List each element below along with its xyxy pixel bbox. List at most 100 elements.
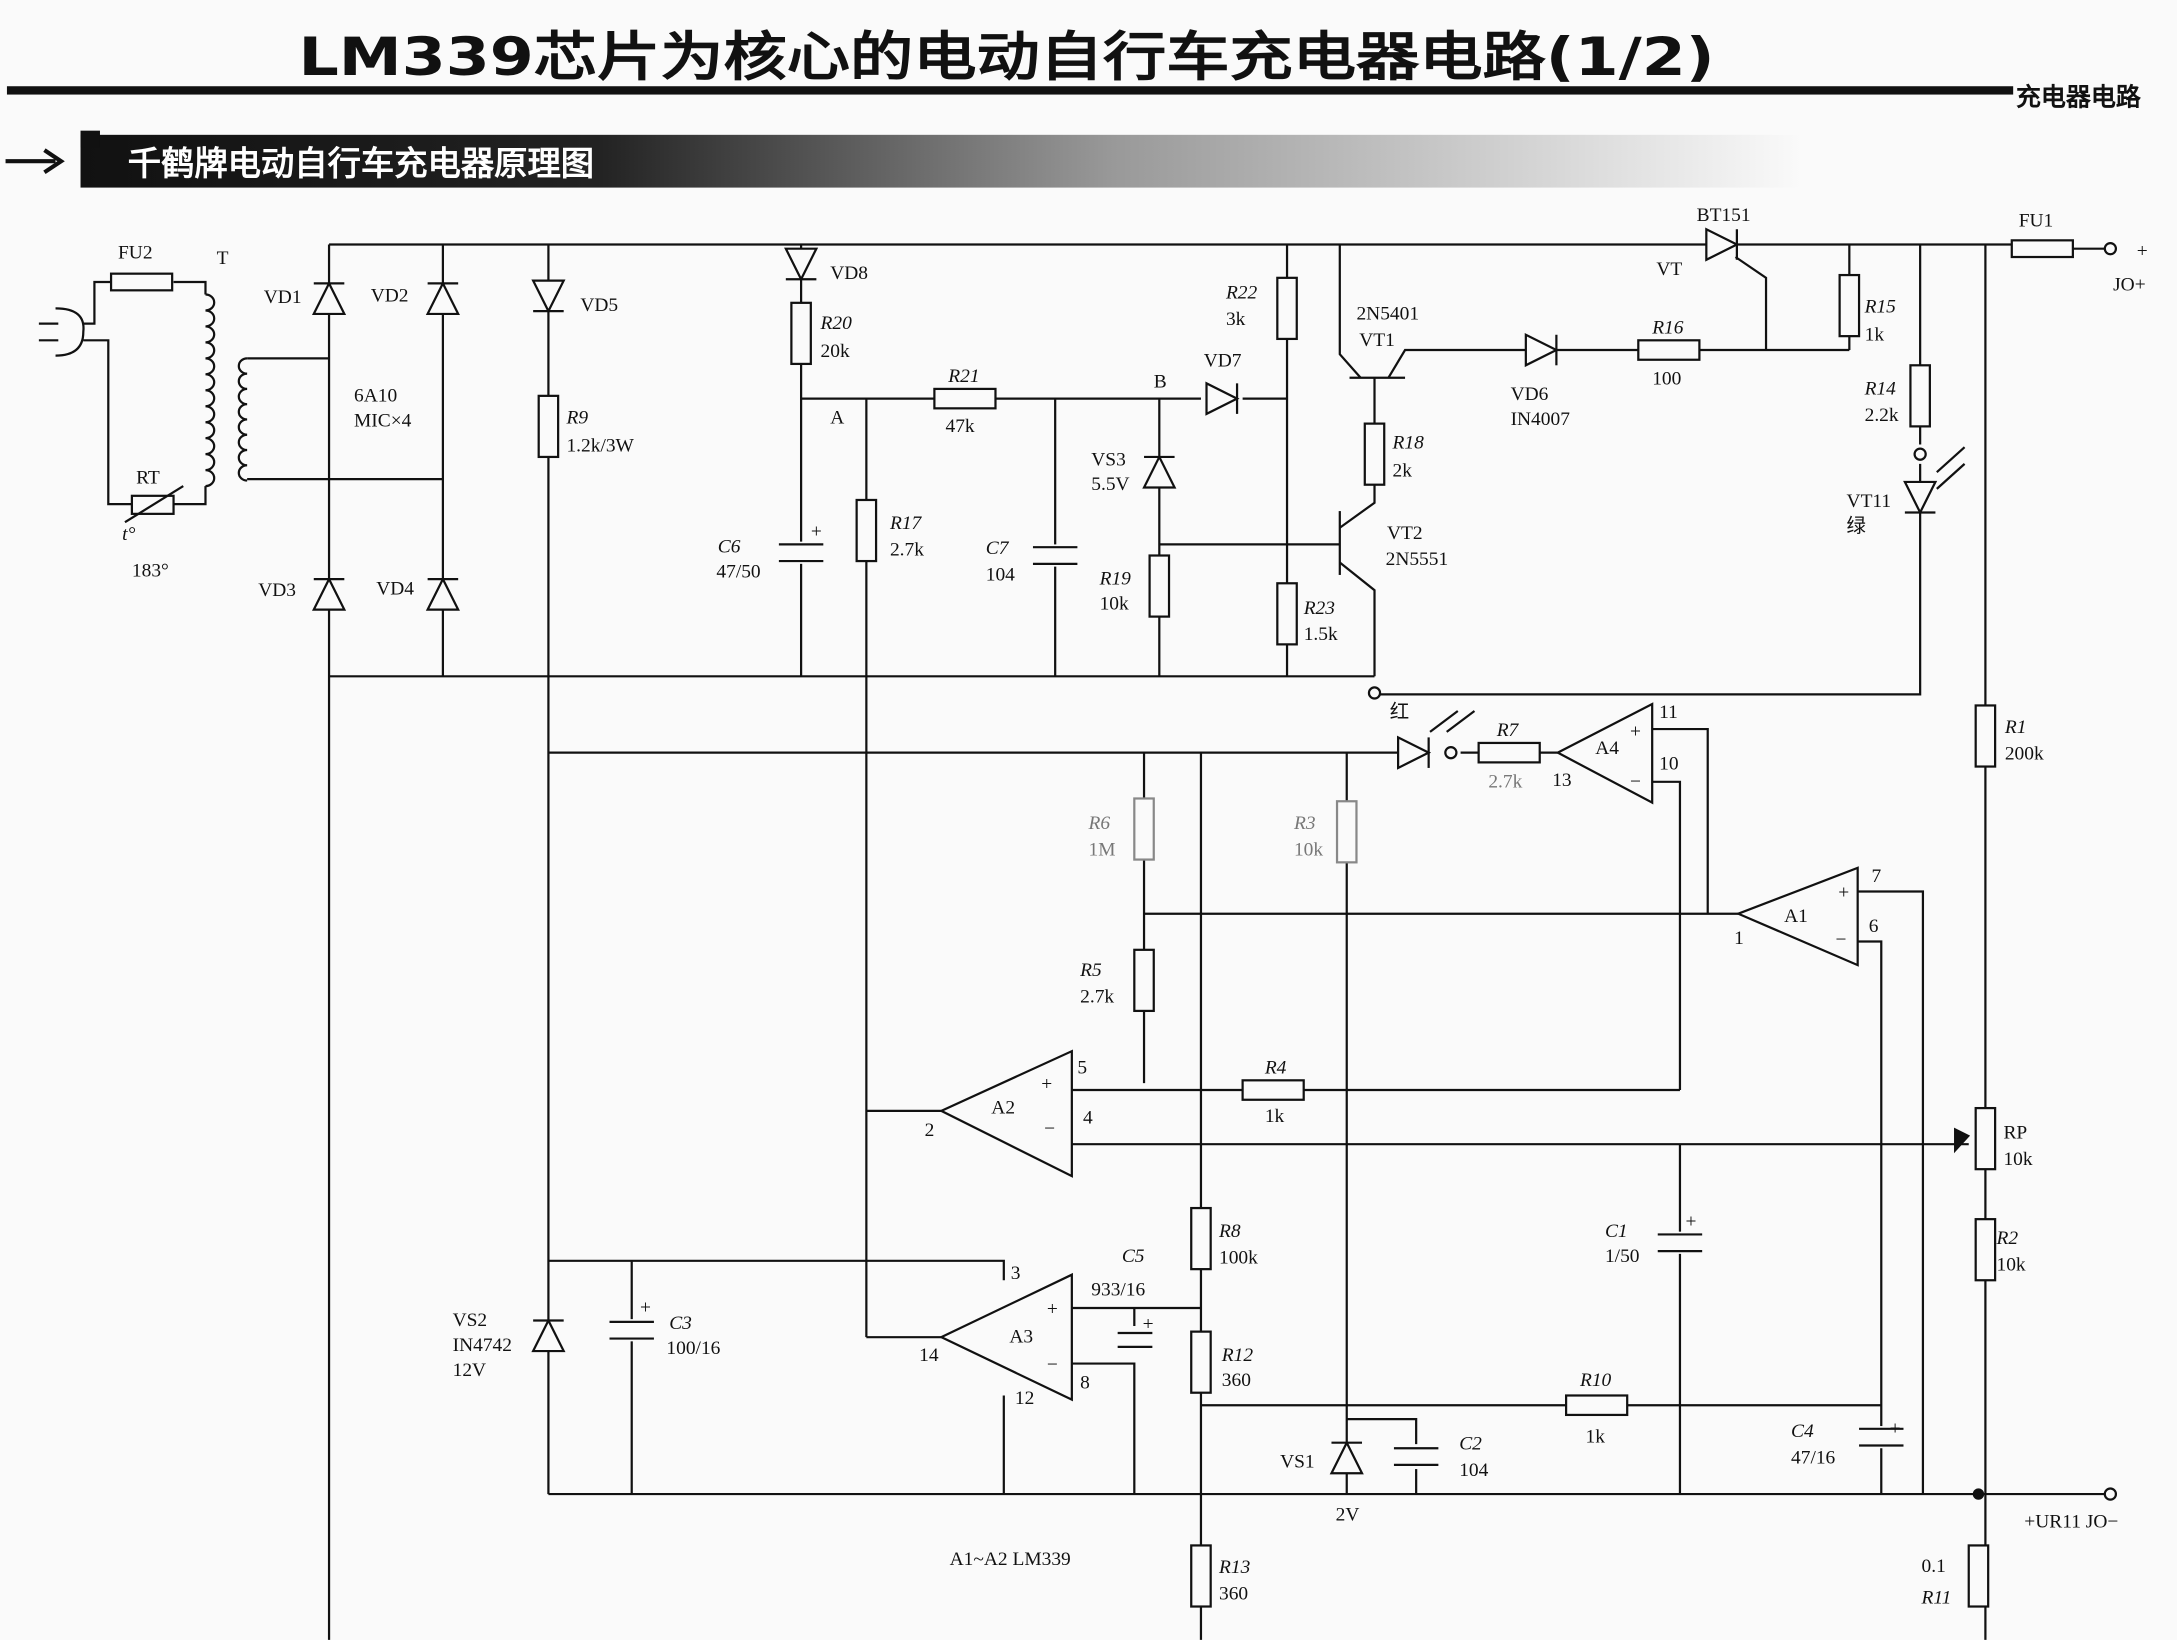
node-dot — [1444, 745, 1458, 760]
vt11-led-diode-icon — [1903, 480, 1938, 515]
label-c3-val: 100/16 — [666, 1338, 720, 1359]
label-r13-val: 360 — [1219, 1584, 1248, 1605]
wire — [1071, 1362, 1136, 1495]
light-emission-icon — [1429, 710, 1459, 733]
pin-polarity-mark: − — [1835, 930, 1846, 951]
label-r18-val: 2k — [1393, 460, 1413, 481]
label-r22-val: 3k — [1226, 309, 1246, 330]
label-red-led: 红 — [1390, 701, 1409, 723]
label-r11-val: 0.1 — [1922, 1556, 1946, 1577]
wire — [1339, 377, 1376, 529]
jo-minus-terminal[interactable] — [2103, 1487, 2118, 1501]
label-vd7: VD7 — [1204, 351, 1242, 372]
r13-resistor — [1190, 1544, 1212, 1608]
label-r23-val: 1.5k — [1304, 624, 1338, 645]
r12-resistor — [1190, 1330, 1212, 1394]
label-vt11: VT11 — [1847, 491, 1892, 512]
label-r7: R7 — [1496, 720, 1520, 741]
label-vs1: VS1 — [1280, 1452, 1315, 1473]
label-r5: R5 — [1079, 960, 1102, 981]
r2-resistor — [1974, 1218, 1997, 1282]
label-r21-val: 47k — [945, 416, 974, 437]
label-a3: A3 — [1009, 1327, 1033, 1348]
jo-plus-terminal[interactable] — [2103, 242, 2118, 256]
wire — [1338, 244, 1362, 379]
label-a2: A2 — [991, 1098, 1015, 1119]
label-r13: R13 — [1218, 1557, 1251, 1578]
label-vt11-color: 绿 — [1847, 515, 1866, 537]
label-a1-p1: 1 — [1734, 928, 1744, 949]
vd1-diode-icon — [311, 280, 347, 316]
wire — [1652, 780, 1682, 1091]
label-r14: R14 — [1864, 378, 1897, 399]
label-r8: R8 — [1218, 1221, 1241, 1242]
label-fu1: FU1 — [2019, 210, 2054, 231]
r7-resistor — [1477, 741, 1541, 764]
label-r12-val: 360 — [1222, 1370, 1251, 1391]
label-a2-p2: 2 — [925, 1120, 935, 1141]
r14-resistor — [1909, 364, 1931, 428]
label-nodeb: B — [1154, 372, 1167, 393]
label-r20: R20 — [820, 313, 853, 334]
label-vd6: VD6 — [1511, 384, 1549, 405]
label-c1-plus: + — [1686, 1211, 1697, 1232]
label-r6: R6 — [1088, 813, 1111, 834]
label-r2: R2 — [1996, 1228, 2019, 1249]
wire — [1346, 1417, 1418, 1445]
r6-resistor — [1133, 797, 1155, 861]
label-r15-val: 1k — [1865, 324, 1885, 345]
wire — [83, 339, 132, 506]
transformer-secondary — [237, 357, 248, 482]
label-c3-plus: + — [640, 1298, 651, 1319]
label-vd2: VD2 — [371, 285, 409, 306]
label-r7-val: 2.7k — [1488, 771, 1522, 792]
label-vt2: VT2 — [1387, 523, 1423, 544]
node-dot — [1913, 447, 1927, 461]
label-c6: C6 — [718, 537, 741, 558]
c2-gap — [1393, 1445, 1439, 1468]
label-vs3-val: 5.5V — [1091, 474, 1129, 495]
label-a3-p12: 12 — [1015, 1388, 1034, 1409]
rp-resistor — [1974, 1106, 1997, 1171]
vd7-diode-icon — [1205, 381, 1240, 416]
r8-resistor — [1190, 1206, 1212, 1271]
components — [38, 227, 2118, 1608]
label-r17-val: 2.7k — [890, 540, 924, 561]
label-r23: R23 — [1303, 598, 1336, 619]
label-r4: R4 — [1264, 1057, 1287, 1078]
label-r3-val: 10k — [1294, 839, 1323, 860]
label-vs2: VS2 — [453, 1310, 488, 1331]
label-r5-val: 2.7k — [1080, 987, 1114, 1008]
label-vd4: VD4 — [376, 578, 414, 599]
wire — [173, 486, 207, 506]
label-rt-temp: 183° — [132, 560, 169, 581]
label-r4-val: 1k — [1265, 1106, 1285, 1127]
label-c4-plus: + — [1890, 1418, 1901, 1439]
bt151-diode-icon — [1705, 227, 1740, 262]
wire — [1339, 561, 1376, 677]
label-ic-note: A1~A2 LM339 — [950, 1549, 1071, 1570]
c4-gap — [1859, 1426, 1904, 1449]
label-vd6-part: IN4007 — [1511, 409, 1571, 430]
label-r11: R11 — [1921, 1588, 1952, 1609]
label-rt: RT — [136, 467, 160, 488]
label-rp: RP — [2003, 1123, 2027, 1144]
label-r18: R18 — [1392, 433, 1425, 454]
wire — [548, 1259, 1005, 1281]
label-c4-val: 47/16 — [1791, 1448, 1836, 1469]
pin-polarity-mark: − — [1044, 1118, 1055, 1139]
vd6-diode-icon — [1524, 332, 1559, 368]
wire — [173, 280, 207, 295]
label-a1: A1 — [1784, 906, 1808, 927]
c5-gap — [1117, 1326, 1151, 1354]
label-c5: C5 — [1122, 1246, 1145, 1267]
r11-resistor — [1967, 1544, 1990, 1608]
label-a4-p13: 13 — [1552, 770, 1571, 791]
label-r17: R17 — [889, 513, 923, 534]
a4-comparator — [1555, 702, 1654, 805]
wire — [1374, 463, 1922, 696]
label-vs2-val: 12V — [453, 1360, 486, 1381]
label-c6-val: 47/50 — [716, 562, 760, 583]
wire — [83, 280, 112, 325]
